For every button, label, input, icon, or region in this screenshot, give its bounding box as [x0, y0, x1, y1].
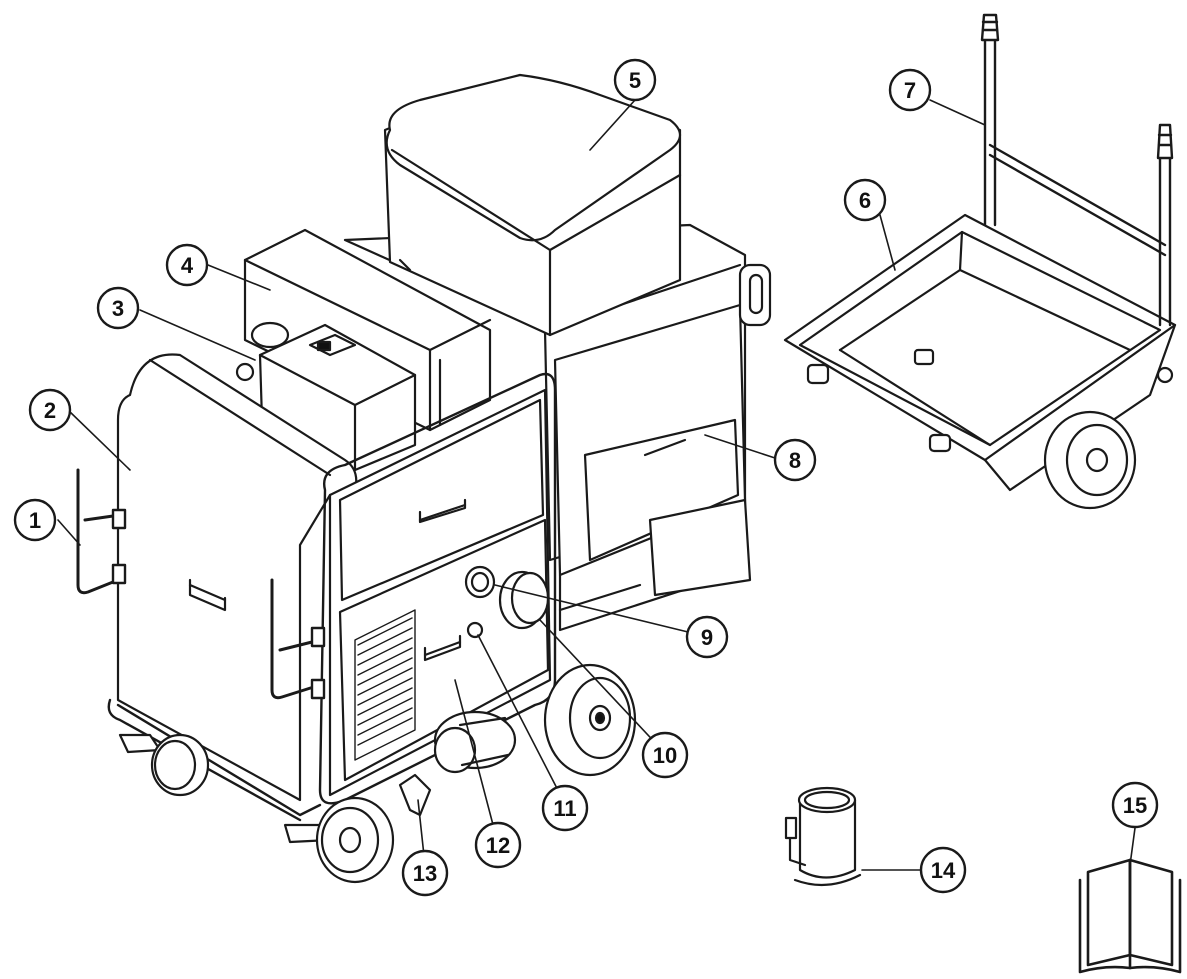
left-side-panel — [116, 353, 358, 802]
callout-5: 5 — [613, 58, 657, 102]
svg-text:1: 1 — [29, 508, 41, 533]
callout-12: 12 — [474, 821, 522, 869]
svg-text:5: 5 — [629, 68, 641, 93]
svg-text:4: 4 — [181, 253, 194, 278]
front-panel — [328, 388, 552, 797]
frame-tubing — [76, 372, 557, 822]
manual-book-icon — [1078, 858, 1182, 974]
svg-text:15: 15 — [1123, 793, 1147, 818]
vent-grille — [354, 609, 416, 761]
svg-text:13: 13 — [413, 861, 437, 886]
callout-10: 10 — [641, 731, 689, 779]
top-box — [383, 73, 682, 337]
wheels — [118, 663, 637, 884]
rear-cabinet — [343, 223, 772, 632]
svg-text:14: 14 — [931, 858, 956, 883]
leader-lines — [57, 99, 1136, 871]
callout-14: 14 — [919, 846, 967, 894]
callout-3: 3 — [96, 286, 140, 330]
callout-15: 15 — [1111, 781, 1159, 829]
svg-text:6: 6 — [859, 188, 871, 213]
svg-text:8: 8 — [789, 448, 801, 473]
callout-11: 11 — [541, 784, 589, 832]
svg-text:10: 10 — [653, 743, 677, 768]
callout-4: 4 — [165, 243, 209, 287]
callout-7: 7 — [888, 68, 932, 112]
trolley-handle — [980, 13, 1174, 327]
svg-text:7: 7 — [904, 78, 916, 103]
callout-13: 13 — [401, 849, 449, 897]
callout-9: 9 — [685, 615, 729, 659]
measuring-cup — [784, 786, 862, 887]
engine-housing — [243, 228, 492, 432]
svg-text:3: 3 — [112, 296, 124, 321]
callout-8: 8 — [773, 438, 817, 482]
svg-text:2: 2 — [44, 398, 56, 423]
machine-body — [76, 73, 772, 884]
svg-text:12: 12 — [486, 833, 510, 858]
callout-2: 2 — [28, 388, 72, 432]
svg-text:11: 11 — [553, 796, 576, 821]
svg-text:9: 9 — [701, 625, 713, 650]
trolley-tray — [783, 213, 1177, 510]
callout-1: 1 — [13, 498, 57, 542]
callout-6: 6 — [843, 178, 887, 222]
